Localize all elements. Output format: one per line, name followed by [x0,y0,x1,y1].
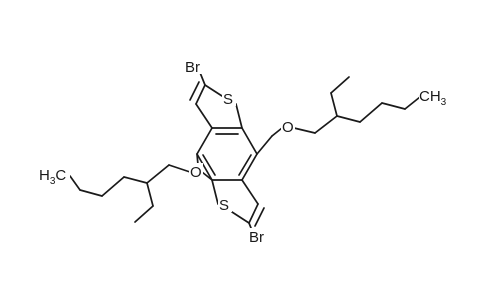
thiophene-ring-top [189,81,243,129]
atom-ch3-left: H3C [38,166,70,187]
svg-text:Br: Br [249,229,264,246]
thiophene-ring-bottom [211,179,265,227]
atom-o-right: O [281,118,295,136]
atom-s-top: S [222,90,236,108]
svg-text:O: O [282,119,294,136]
right-2-ethylhexyloxy-chain [256,76,421,155]
atom-br-bottom: Br [248,228,270,246]
svg-text:O: O [190,164,202,181]
left-2-ethylhexyloxy-chain [69,153,213,223]
atom-s-bottom: S [218,196,232,214]
svg-text:H3C: H3C [39,167,66,187]
atom-ch3-right: CH3 [419,87,451,108]
atom-br-top: Br [184,58,206,76]
svg-text:S: S [219,197,229,214]
svg-text:CH3: CH3 [419,88,447,108]
atom-o-left: O [189,163,203,181]
svg-text:S: S [223,91,233,108]
svg-text:Br: Br [185,59,200,76]
benzene-ring [196,127,258,181]
